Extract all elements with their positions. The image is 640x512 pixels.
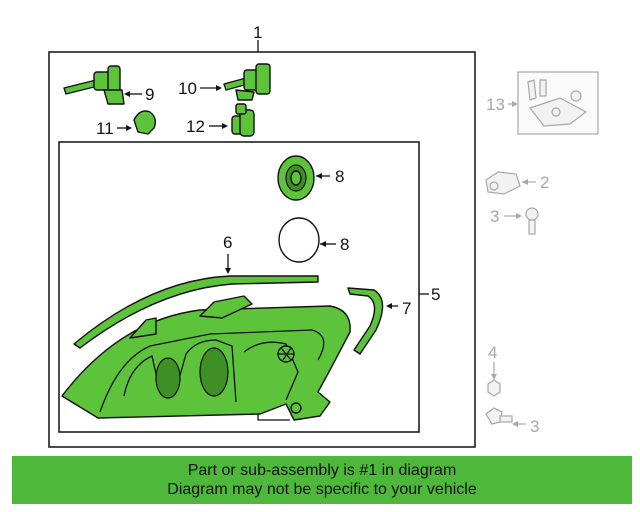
clip-2-icon <box>485 171 521 195</box>
hardware-kit-icon <box>527 79 588 127</box>
info-banner: Part or sub-assembly is #1 in diagram Di… <box>12 456 632 504</box>
headlamp-assembly-icon <box>61 295 351 421</box>
gasket-ring-icon <box>278 217 320 263</box>
callout-7: 7 <box>402 299 411 318</box>
callout-13: 13 <box>486 95 505 114</box>
callout-8-gasket: 8 <box>340 235 349 254</box>
bulb-9-icon <box>63 65 125 105</box>
callout-10: 10 <box>178 79 197 98</box>
callout-11: 11 <box>96 119 114 138</box>
bulb-10-icon <box>223 63 271 101</box>
trim-strip-icon <box>73 275 319 349</box>
screw-3-upper-icon <box>525 207 539 235</box>
callout-3-lower: 3 <box>530 417 539 436</box>
callout-5: 5 <box>431 285 440 304</box>
callout-9: 9 <box>145 85 154 104</box>
callout-1: 1 <box>253 23 262 42</box>
banner-line-1: Part or sub-assembly is #1 in diagram <box>187 462 457 479</box>
screw-3-lower-icon <box>485 407 513 425</box>
housing-box <box>58 141 420 433</box>
nut-4-icon <box>487 379 501 397</box>
callout-8-cap: 8 <box>335 167 344 186</box>
banner-line-2: Diagram may not be specific to your vehi… <box>167 481 477 498</box>
callout-2: 2 <box>540 173 549 192</box>
callout-3-upper: 3 <box>490 207 499 226</box>
bulb-12-icon <box>231 103 255 137</box>
callout-4: 4 <box>488 343 497 362</box>
parts-diagram: 1 5 9 10 11 12 8 <box>48 23 599 448</box>
callout-6: 6 <box>223 233 232 252</box>
side-trim-icon <box>347 287 384 355</box>
assembly-box <box>48 51 476 448</box>
bulb-11-icon <box>133 110 157 135</box>
socket-cap-icon <box>277 155 315 201</box>
callout-12: 12 <box>186 117 205 136</box>
